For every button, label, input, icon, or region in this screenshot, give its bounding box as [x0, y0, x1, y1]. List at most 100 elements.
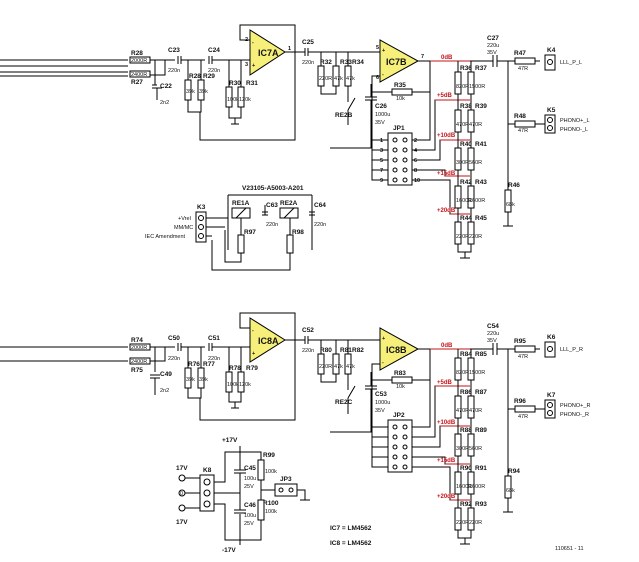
svg-text:470R: 470R	[469, 408, 482, 414]
svg-text:1000u: 1000u	[375, 112, 390, 118]
svg-text:+10dB: +10dB	[437, 133, 456, 139]
note-ic8: IC8 = LM4562	[330, 540, 372, 547]
svg-text:PHONO-_R: PHONO-_R	[560, 412, 589, 418]
re2b-label: RE2B	[335, 112, 353, 119]
svg-text:R44: R44	[460, 215, 472, 222]
svg-text:220R: 220R	[469, 234, 482, 240]
svg-text:820R: 820R	[456, 370, 469, 376]
c23-value: 220n	[168, 68, 180, 74]
svg-text:10k: 10k	[396, 384, 405, 390]
svg-text:5: 5	[376, 45, 379, 51]
svg-text:R99: R99	[263, 452, 275, 459]
svg-text:1600R: 1600R	[469, 198, 485, 204]
svg-text:17V: 17V	[176, 465, 188, 472]
ic7b-label: IC7B	[386, 57, 407, 67]
svg-text:220n: 220n	[208, 356, 220, 362]
svg-text:R83: R83	[394, 370, 406, 377]
svg-text:5: 5	[380, 158, 383, 164]
svg-text:R98: R98	[292, 229, 304, 236]
svg-text:+20dB: +20dB	[437, 208, 456, 214]
svg-text:35V: 35V	[375, 408, 385, 414]
svg-text:470R: 470R	[456, 408, 469, 414]
svg-text:R36: R36	[460, 65, 472, 72]
svg-text:1600R: 1600R	[456, 198, 472, 204]
svg-text:PHONO-_L: PHONO-_L	[560, 127, 588, 133]
svg-text:R91: R91	[475, 465, 487, 472]
svg-text:220n: 220n	[302, 348, 314, 354]
svg-text:R84: R84	[460, 351, 472, 358]
r31-label: R31	[246, 80, 258, 87]
svg-text:C27: C27	[487, 35, 499, 42]
svg-text:R85: R85	[475, 351, 487, 358]
svg-text:R87: R87	[475, 389, 487, 396]
svg-text:39k: 39k	[199, 377, 208, 383]
c25-label: C25	[302, 39, 314, 46]
svg-text:R34: R34	[352, 59, 364, 66]
svg-text:R33: R33	[340, 59, 352, 66]
svg-text:-: -	[252, 328, 254, 334]
svg-text:220n: 220n	[168, 356, 180, 362]
figure-id: 110651 - 11	[555, 546, 584, 552]
svg-text:C64: C64	[314, 202, 326, 209]
svg-text:300R: 300R	[456, 160, 469, 166]
svg-text:220u: 220u	[487, 331, 499, 337]
r29-label: R29	[203, 73, 215, 80]
svg-text:R95: R95	[514, 338, 526, 345]
svg-text:47k: 47k	[334, 76, 343, 82]
svg-text:R46: R46	[508, 182, 520, 189]
svg-text:47k: 47k	[334, 364, 343, 370]
svg-text:220R: 220R	[319, 76, 332, 82]
svg-text:47R: 47R	[518, 66, 528, 72]
svg-text:+17V: +17V	[222, 437, 238, 444]
relay-part-number: V23105-A5003-A201	[242, 185, 304, 192]
svg-text:3: 3	[245, 62, 248, 68]
svg-text:1000u: 1000u	[375, 400, 390, 406]
svg-text:820R: 820R	[456, 84, 469, 90]
svg-text:3: 3	[380, 148, 383, 154]
channel-1: R28 2000R R27 2400R C22 2n2 C23 220n C24…	[0, 24, 590, 259]
c22-value: 2n2	[160, 100, 169, 106]
svg-text:R86: R86	[460, 389, 472, 396]
svg-text:LLL_P_L: LLL_P_L	[560, 60, 582, 66]
r29-value: 39k	[199, 89, 208, 95]
svg-text:R94: R94	[508, 468, 520, 475]
svg-text:JP2: JP2	[393, 412, 405, 419]
svg-text:R43: R43	[475, 179, 487, 186]
svg-text:47k: 47k	[346, 76, 355, 82]
svg-text:K3: K3	[197, 204, 206, 211]
ic8a-opamp	[249, 317, 286, 363]
svg-text:-17V: -17V	[222, 547, 236, 554]
svg-text:68k: 68k	[506, 488, 515, 494]
svg-text:R97: R97	[244, 229, 256, 236]
svg-text:0dB: 0dB	[441, 343, 453, 349]
svg-text:R42: R42	[460, 179, 472, 186]
note-ic7: IC7 = LM4562	[330, 525, 372, 532]
svg-text:K6: K6	[547, 334, 556, 341]
svg-text:1500R: 1500R	[469, 84, 485, 90]
c24-label: C24	[208, 47, 220, 54]
svg-text:6: 6	[414, 158, 417, 164]
svg-text:C51: C51	[208, 335, 220, 342]
svg-text:R74: R74	[131, 337, 143, 344]
svg-text:LLL_P_R: LLL_P_R	[560, 347, 583, 353]
svg-text:R39: R39	[475, 103, 487, 110]
svg-text:R77: R77	[203, 361, 215, 368]
svg-text:R45: R45	[475, 215, 487, 222]
svg-text:+5dB: +5dB	[437, 93, 453, 99]
svg-text:220n: 220n	[266, 222, 278, 228]
svg-text:470R: 470R	[456, 122, 469, 128]
svg-text:R96: R96	[514, 398, 526, 405]
jp1-jumper	[387, 132, 413, 186]
svg-text:R100: R100	[263, 500, 279, 507]
svg-text:100k: 100k	[265, 509, 277, 515]
svg-text:C50: C50	[168, 335, 180, 342]
svg-text:IC8A: IC8A	[258, 336, 279, 346]
svg-text:2000R: 2000R	[131, 345, 147, 351]
svg-text:C45: C45	[244, 465, 256, 472]
svg-text:R79: R79	[246, 365, 258, 372]
svg-text:IC8B: IC8B	[386, 345, 407, 355]
r27-resistor	[129, 70, 151, 78]
svg-text:R92: R92	[460, 501, 472, 508]
k8-connector	[199, 474, 215, 512]
svg-text:2400R: 2400R	[131, 359, 147, 365]
